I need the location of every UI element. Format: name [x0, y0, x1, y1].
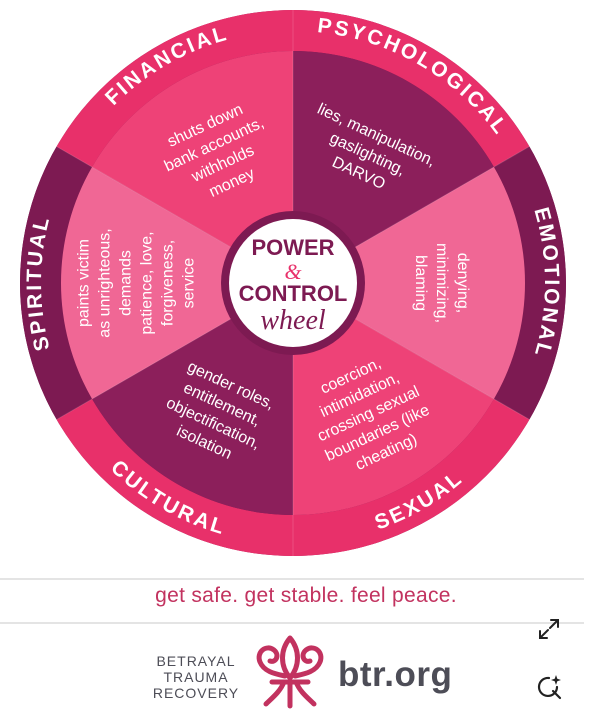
- fleur-de-lis-icon: [256, 635, 324, 709]
- section-psychological: [293, 51, 494, 250]
- section-financial: [92, 51, 293, 250]
- divider-line: [349, 146, 530, 251]
- tagline: get safe. get stable. feel peace.: [155, 584, 457, 607]
- center-disc: [229, 219, 357, 347]
- power-control-wheel: PSYCHOLOGICALEMOTIONALSEXUALCULTURALSPIR…: [19, 10, 566, 556]
- center-text-line1: POWER: [251, 235, 334, 260]
- section-text-emotional: denying,minimizing,blaming: [412, 243, 471, 323]
- section-spiritual: [60, 167, 236, 399]
- center-text-amp: &: [284, 259, 302, 284]
- rim-emotional: [493, 146, 566, 420]
- section-emotional: [350, 167, 525, 399]
- visual-search-icon: [537, 675, 562, 700]
- section-text-line: demands: [118, 250, 135, 316]
- rim-sexual: [293, 399, 530, 556]
- section-text-line: forgiveness,: [160, 240, 177, 326]
- section-text-line: paints victim: [76, 239, 93, 327]
- section-sexual: [293, 316, 494, 515]
- visual-search-button[interactable]: [532, 670, 566, 704]
- center-text-line2: CONTROL: [239, 281, 348, 306]
- rim-spiritual: [19, 146, 93, 420]
- brand-name: BETRAYAL TRAUMA RECOVERY: [150, 653, 242, 701]
- divider-line: [56, 315, 237, 420]
- expand-arrows-icon: [539, 619, 559, 639]
- center-text-line3: wheel: [260, 305, 326, 336]
- section-text-line: denying,: [454, 253, 471, 314]
- divider-line: [349, 315, 530, 420]
- rim-cultural: [56, 399, 293, 556]
- brand-line-3: RECOVERY: [152, 685, 240, 701]
- brand-line-1: BETRAYAL: [156, 653, 236, 669]
- section-text-line: service: [181, 258, 198, 309]
- section-text-line: as unrighteous,: [97, 228, 114, 337]
- rim-financial: [56, 10, 293, 167]
- section-cultural: [92, 316, 293, 515]
- section-text-line: patience, love,: [139, 231, 156, 334]
- brand-line-2: TRAUMA: [163, 669, 229, 685]
- tagline-band: [0, 578, 584, 624]
- site-url[interactable]: btr.org: [338, 655, 453, 694]
- expand-icon[interactable]: [532, 612, 566, 646]
- divider-line: [56, 146, 237, 251]
- section-text-line: blaming: [412, 255, 429, 311]
- section-text-line: minimizing,: [433, 243, 450, 323]
- rim-psychological: [293, 10, 530, 167]
